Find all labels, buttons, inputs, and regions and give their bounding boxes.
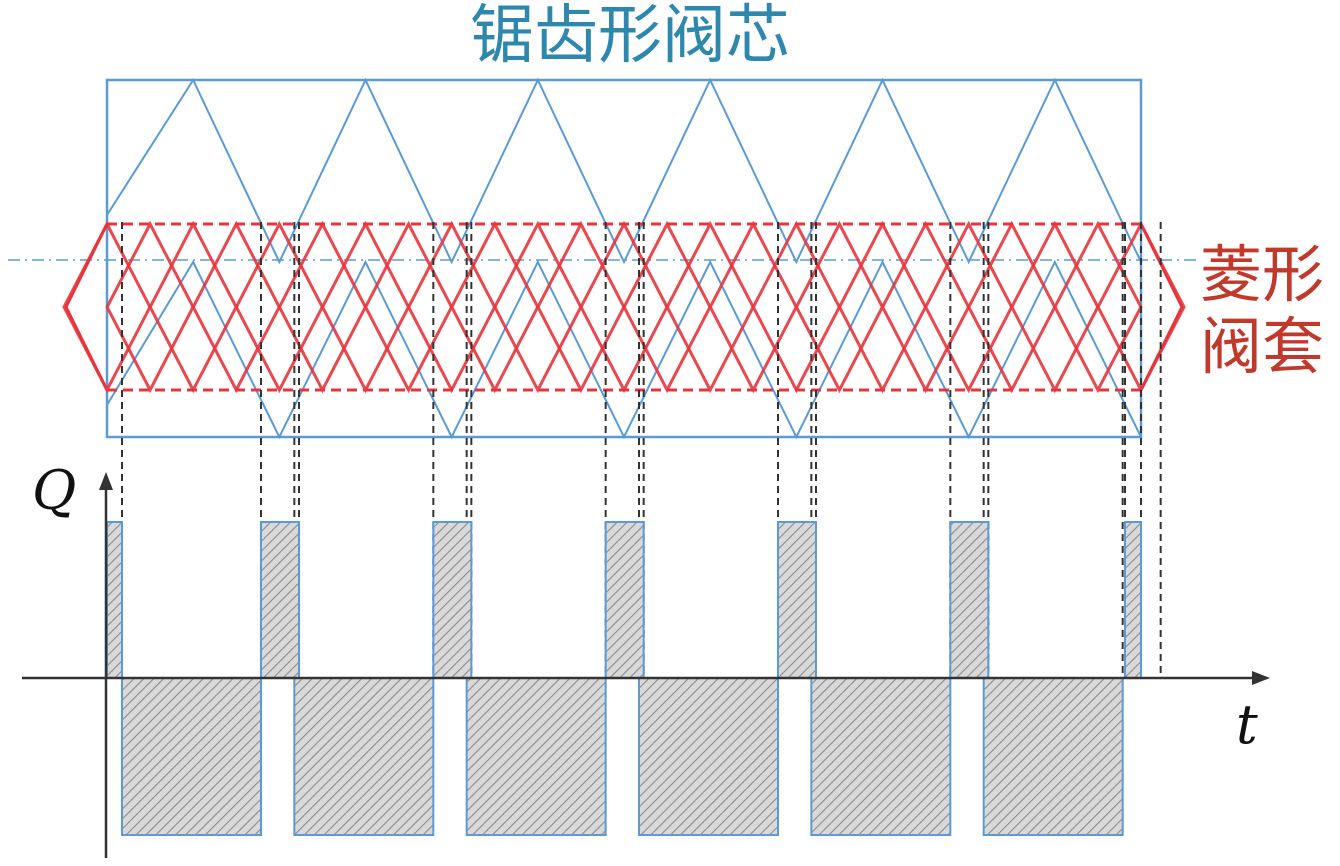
sleeve-diamond (148, 220, 238, 394)
positive-flow-pulse (949, 521, 990, 679)
sleeve-diamond (708, 220, 798, 394)
sleeve-diamond (880, 220, 971, 394)
sleeve-diamond (105, 220, 195, 394)
negative-flow-pulse (121, 677, 262, 836)
sleeve-label-line1: 菱形 (1200, 238, 1325, 311)
negative-flow-pulse (982, 677, 1124, 836)
spool-upper-zigzag (106, 77, 1142, 265)
flow-pulses (106, 521, 1142, 836)
sleeve-diamond (363, 220, 454, 394)
negative-flow-pulse (638, 677, 779, 836)
sleeve-diamond (406, 220, 497, 394)
sleeve-diamond (967, 220, 1057, 394)
sleeve-diamond (320, 220, 411, 394)
sleeve-diamond (923, 220, 1014, 394)
negative-flow-pulse (810, 677, 952, 836)
spool-label: 锯齿形阀芯 (470, 0, 790, 73)
positive-flow-pulse (604, 521, 645, 679)
positive-flow-pulse (260, 521, 300, 679)
positive-flow-pulse (777, 521, 817, 679)
y-axis-arrow (99, 472, 113, 490)
diamond-sleeve (62, 220, 1186, 394)
axes (22, 472, 1270, 858)
negative-flow-pulse (293, 677, 435, 836)
sleeve-diamond (450, 220, 540, 394)
sleeve-diamond (1010, 220, 1100, 394)
sleeve-diamond (751, 220, 842, 394)
y-axis-label: Q (32, 459, 77, 522)
positive-flow-pulse (106, 521, 123, 679)
x-axis-arrow (1252, 671, 1270, 685)
positive-flow-pulse (432, 521, 473, 679)
sleeve-diamond (794, 220, 885, 394)
sleeve-diamond (1053, 220, 1143, 394)
spool-lower-zigzag (106, 259, 1142, 440)
negative-flow-pulse (465, 677, 607, 836)
x-axis-label: t (1236, 693, 1258, 756)
sleeve-diamond (536, 220, 626, 394)
sleeve-diamond (622, 220, 712, 394)
sleeve-diamond (234, 220, 325, 394)
sleeve-diamond (665, 220, 755, 394)
sleeve-diamond (277, 220, 368, 394)
sleeve-diamond (493, 220, 583, 394)
positive-flow-pulse (1124, 521, 1142, 679)
sleeve-diamond (837, 220, 928, 394)
sleeve-diamond (579, 220, 669, 394)
sleeve-diamond (191, 220, 281, 394)
sleeve-label-line2: 阀套 (1200, 310, 1325, 383)
sleeve-left-tip (64, 223, 109, 391)
guide-lines (121, 222, 1162, 678)
sleeve-diamond (62, 220, 152, 394)
